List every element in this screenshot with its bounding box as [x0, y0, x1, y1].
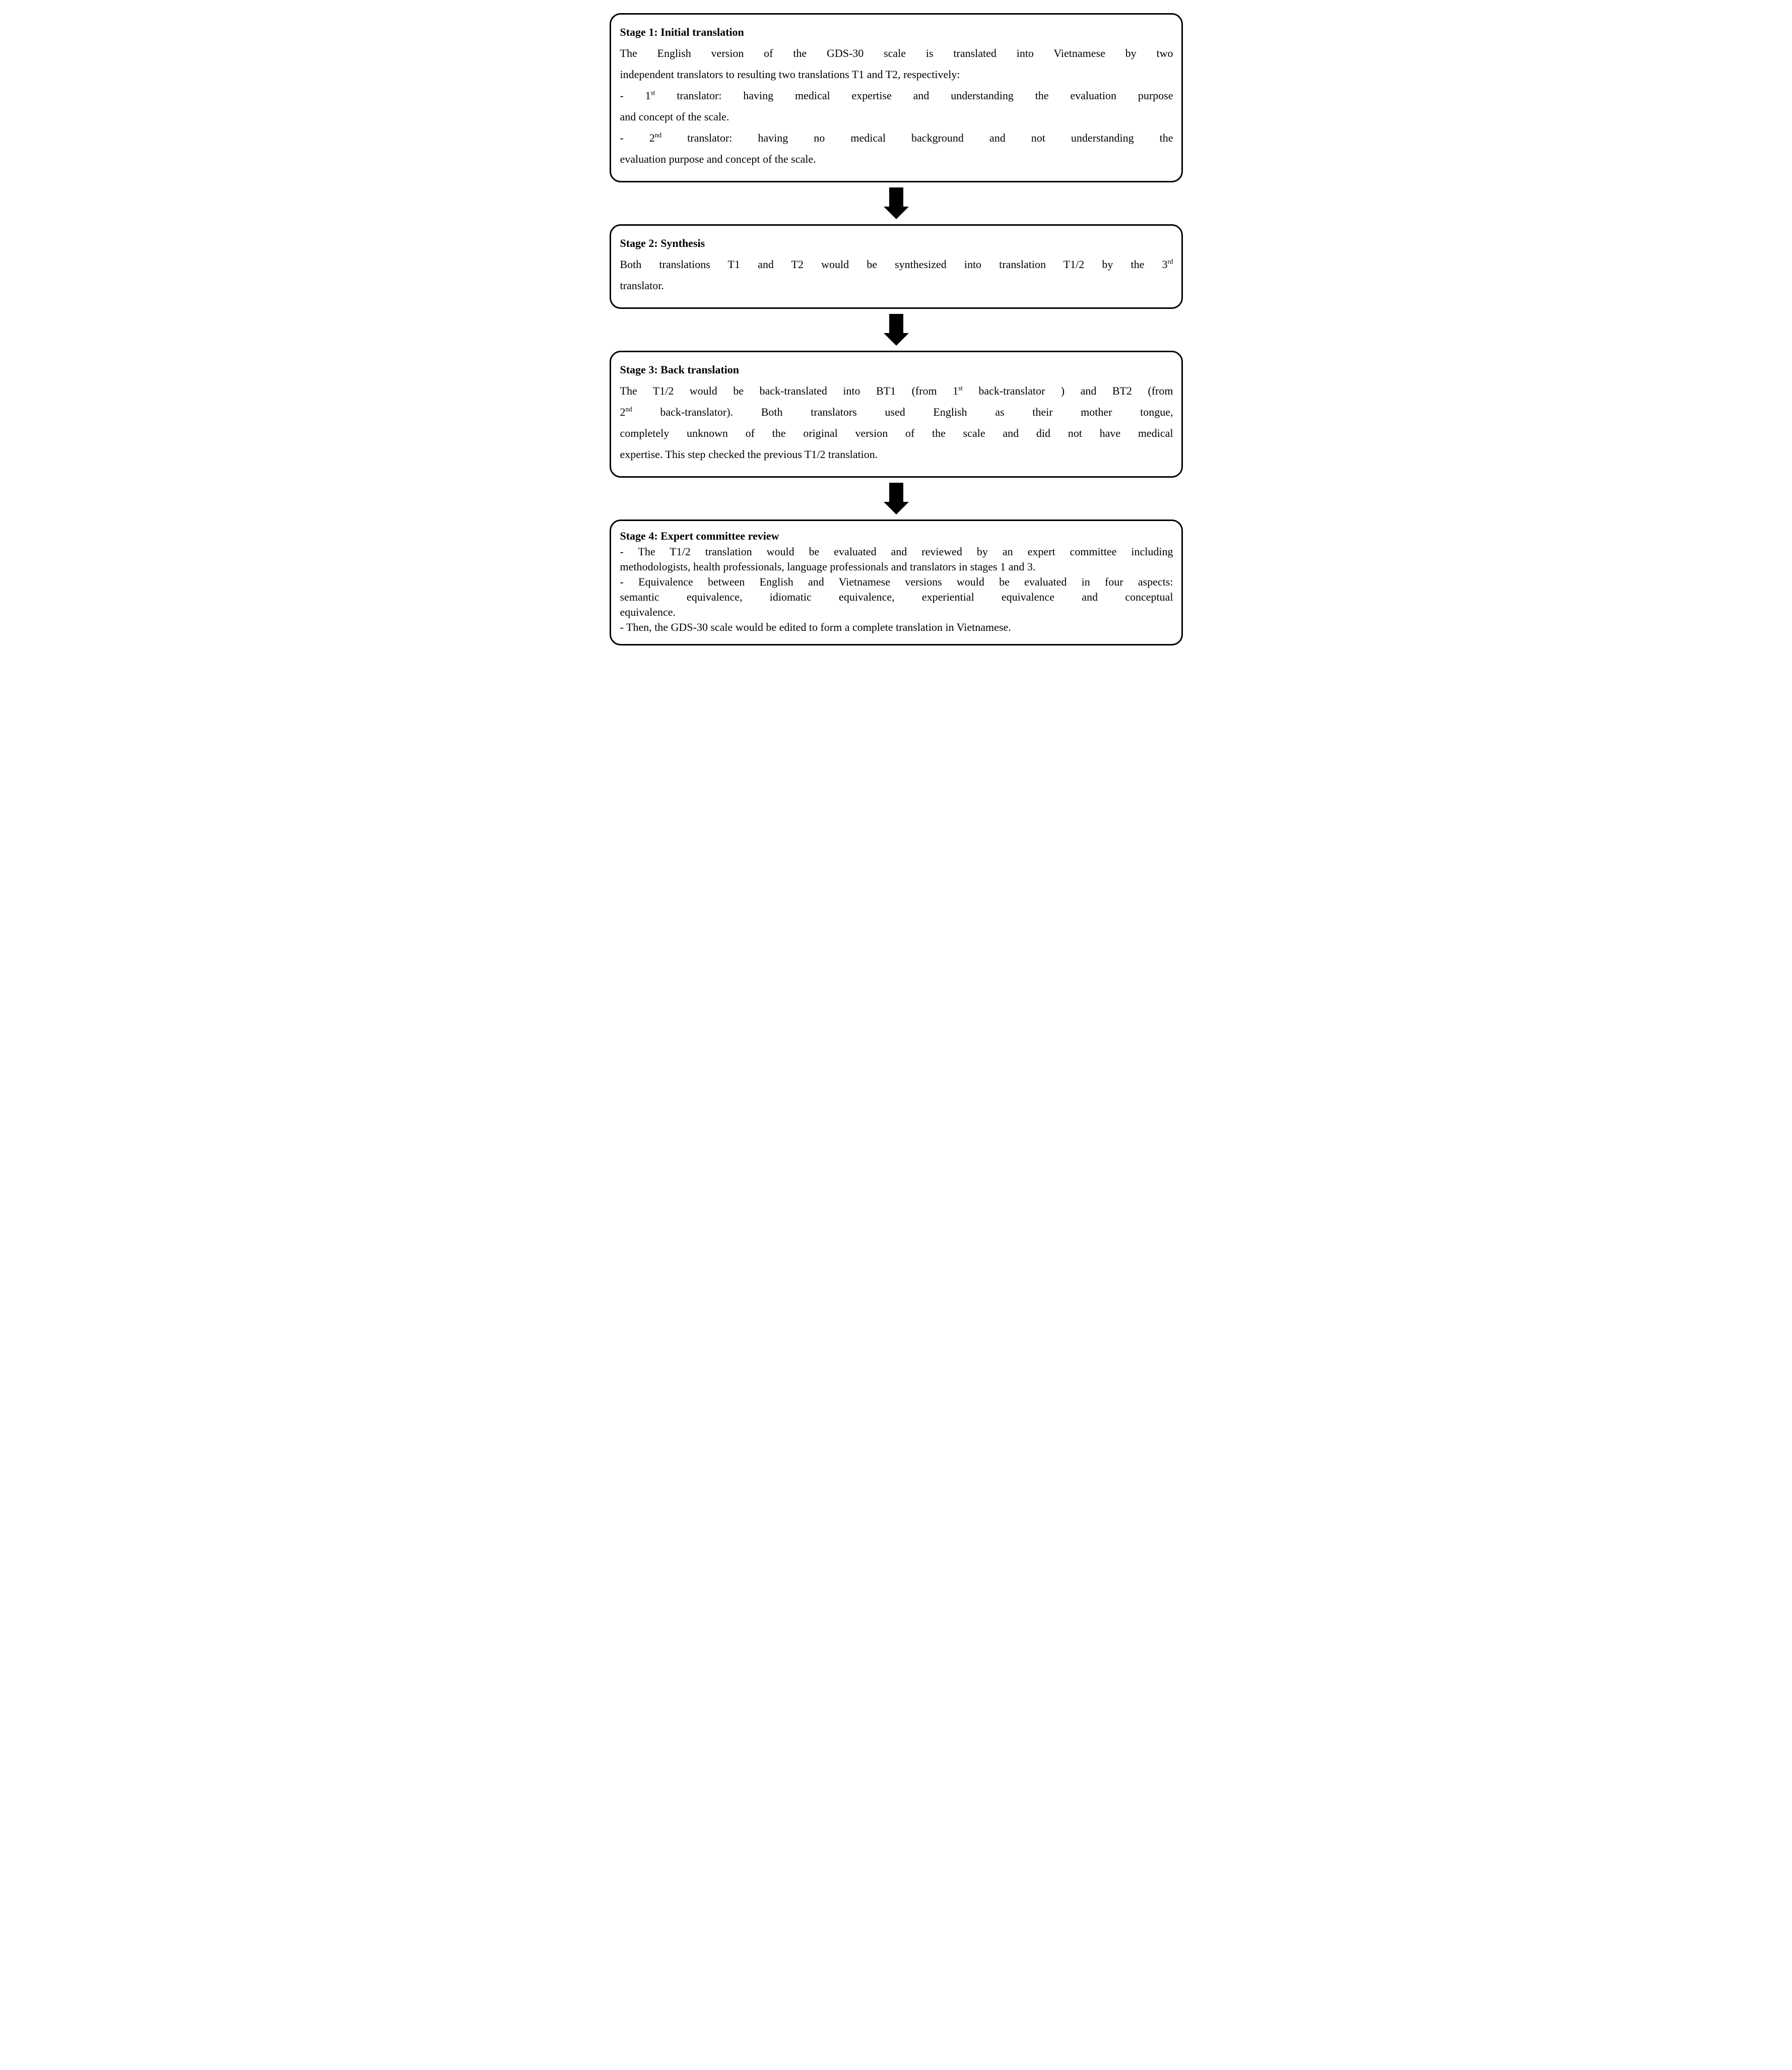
text-line: The English version of the GDS-30 scale … [620, 43, 1173, 64]
down-block-arrow-icon [883, 187, 909, 219]
text-run: 2 [620, 406, 626, 418]
flow-arrow [610, 182, 1183, 224]
text-run: - Then, the GDS-30 scale would be edited… [620, 621, 1011, 633]
text-line: independent translators to resulting two… [620, 64, 1173, 85]
text-line: The T1/2 would be back-translated into B… [620, 380, 1173, 402]
figure-page: Stage 1: Initial translation The English… [597, 0, 1195, 690]
text-run: The T1/2 would be back-translated into B… [620, 384, 959, 397]
text-run: equivalence. [620, 606, 676, 618]
stage-paragraph: - Equivalence between English and Vietna… [620, 574, 1173, 620]
translation-flowchart: Stage 1: Initial translation The English… [609, 13, 1183, 645]
flow-arrow [610, 478, 1183, 520]
text-run: back-translator). Both translators used … [632, 406, 1173, 418]
stage-box-3: Stage 3: Back translation The T1/2 would… [609, 351, 1183, 478]
stage-title: Stage 3: Back translation [620, 363, 740, 376]
superscript-run: rd [1167, 257, 1173, 266]
stage-paragraph: - The T1/2 translation would be evaluate… [620, 544, 1173, 574]
text-run: back-translator ) and BT2 (from [962, 384, 1173, 397]
text-line: completely unknown of the original versi… [620, 423, 1173, 444]
text-line: expertise. This step checked the previou… [620, 444, 1173, 465]
stage-body: The T1/2 would be back-translated into B… [620, 380, 1173, 465]
text-run: - Equivalence between English and Vietna… [620, 575, 1173, 588]
text-run: translator. [620, 279, 664, 292]
stage-title: Stage 1: Initial translation [620, 26, 744, 38]
stage-paragraph: - 2nd translator: having no medical back… [620, 127, 1173, 170]
stage-title: Stage 2: Synthesis [620, 237, 705, 249]
text-run: Both translations T1 and T2 would be syn… [620, 258, 1168, 271]
flow-arrow [610, 309, 1183, 351]
stage-body: Both translations T1 and T2 would be syn… [620, 254, 1173, 296]
superscript-run: st [958, 384, 963, 392]
text-line: Both translations T1 and T2 would be syn… [620, 254, 1173, 275]
text-run: evaluation purpose and concept of the sc… [620, 153, 816, 165]
text-line: - Equivalence between English and Vietna… [620, 574, 1173, 590]
superscript-run: nd [625, 405, 632, 413]
stage-paragraph: The T1/2 would be back-translated into B… [620, 380, 1173, 465]
text-line: methodologists, health professionals, la… [620, 559, 1173, 574]
text-run: - The T1/2 translation would be evaluate… [620, 545, 1173, 558]
superscript-run: nd [654, 131, 662, 139]
text-run: independent translators to resulting two… [620, 68, 960, 81]
text-line: translator. [620, 275, 1173, 296]
text-line: - 2nd translator: having no medical back… [620, 127, 1173, 149]
text-run: methodologists, health professionals, la… [620, 560, 1036, 573]
text-run: - 2 [620, 132, 655, 144]
text-line: 2nd back-translator). Both translators u… [620, 402, 1173, 423]
stage-body: The English version of the GDS-30 scale … [620, 43, 1173, 170]
text-line: evaluation purpose and concept of the sc… [620, 149, 1173, 170]
text-line: and concept of the scale. [620, 106, 1173, 127]
text-run: semantic equivalence, idiomatic equivale… [620, 591, 1173, 603]
text-line: - The T1/2 translation would be evaluate… [620, 544, 1173, 559]
stage-title: Stage 4: Expert committee review [620, 530, 779, 542]
text-line: - Then, the GDS-30 scale would be edited… [620, 620, 1173, 635]
down-block-arrow-icon [883, 314, 909, 346]
text-run: - 1 [620, 89, 651, 102]
stage-paragraph: The English version of the GDS-30 scale … [620, 43, 1173, 85]
text-run: The English version of the GDS-30 scale … [620, 47, 1173, 59]
stage-paragraph: Both translations T1 and T2 would be syn… [620, 254, 1173, 296]
down-block-arrow-icon [883, 483, 909, 514]
stage-paragraph: - Then, the GDS-30 scale would be edited… [620, 620, 1173, 635]
text-line: equivalence. [620, 605, 1173, 620]
text-line: semantic equivalence, idiomatic equivale… [620, 590, 1173, 605]
stage-box-1: Stage 1: Initial translation The English… [609, 13, 1183, 182]
text-line: - 1st translator: having medical experti… [620, 85, 1173, 106]
superscript-run: st [650, 89, 655, 97]
stage-box-4: Stage 4: Expert committee review - The T… [609, 520, 1183, 645]
text-run: translator: having medical expertise and… [655, 89, 1173, 102]
text-run: completely unknown of the original versi… [620, 427, 1173, 439]
stage-body: - The T1/2 translation would be evaluate… [620, 544, 1173, 635]
text-run: translator: having no medical background… [661, 132, 1173, 144]
stage-box-2: Stage 2: Synthesis Both translations T1 … [609, 224, 1183, 309]
text-run: expertise. This step checked the previou… [620, 448, 878, 461]
stage-paragraph: - 1st translator: having medical experti… [620, 85, 1173, 127]
text-run: and concept of the scale. [620, 110, 729, 123]
